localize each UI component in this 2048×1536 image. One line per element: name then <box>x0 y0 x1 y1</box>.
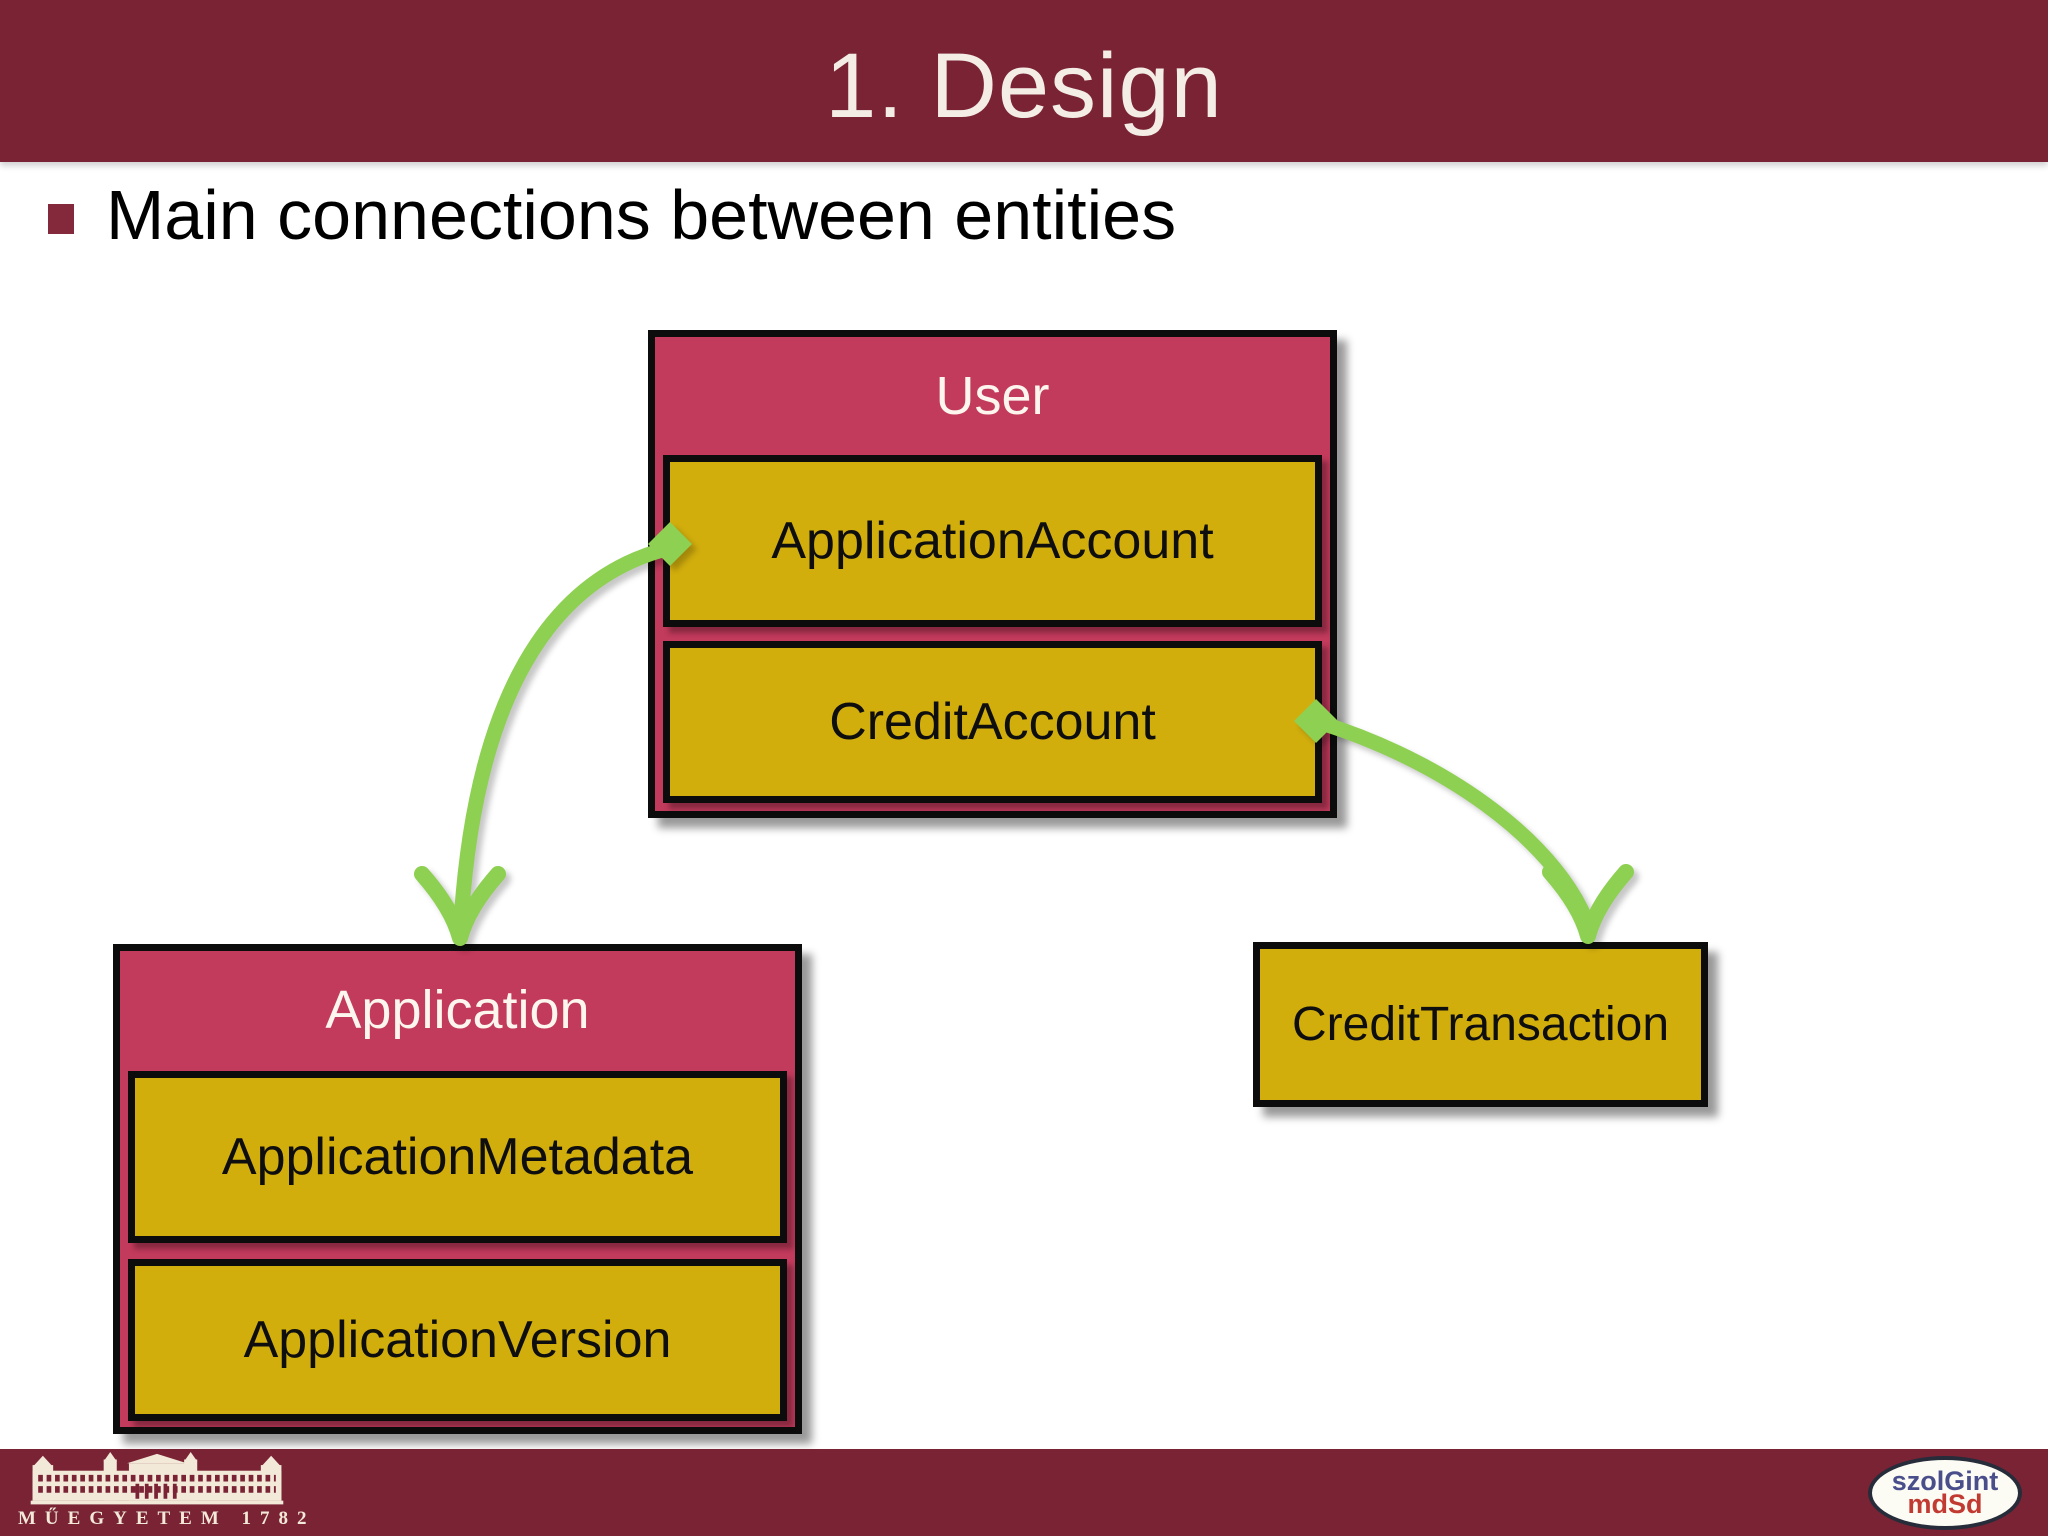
slide-footer-bar <box>0 1449 2048 1536</box>
university-caption: MŰEGYETEM 1782 <box>18 1508 316 1529</box>
bullet-square-icon <box>48 204 74 234</box>
bullet-row: Main connections between entities <box>48 172 1948 260</box>
entity-group-user: User ApplicationAccount CreditAccount <box>648 330 1337 818</box>
entity-credittransaction-label: CreditTransaction <box>1291 998 1670 1051</box>
slide-title: 1. Design <box>825 34 1223 137</box>
entity-applicationmetadata-label: ApplicationMetadata <box>221 1128 694 1186</box>
university-building-icon <box>30 1452 284 1505</box>
arrow-creditaccount-to-credittransaction <box>1310 714 1594 928</box>
entity-applicationversion: ApplicationVersion <box>128 1259 787 1421</box>
entity-applicationaccount-label: ApplicationAccount <box>771 512 1214 570</box>
arrowhead-application-icon <box>414 866 506 946</box>
vendor-logo: szolGint mdSd <box>1868 1456 2022 1530</box>
vendor-logo-line2: mdSd <box>1907 1489 1983 1519</box>
entity-group-application-title: Application <box>325 980 590 1040</box>
slide-header-bar: 1. Design <box>0 0 2048 162</box>
vendor-logo-line1: szolGint <box>1891 1466 1999 1496</box>
entity-group-application: Application ApplicationMetadata Applicat… <box>113 944 802 1434</box>
entity-group-user-title: User <box>935 366 1050 426</box>
entity-creditaccount-label: CreditAccount <box>829 693 1156 751</box>
entity-credittransaction: CreditTransaction <box>1253 942 1708 1107</box>
bullet-text: Main connections between entities <box>106 176 1177 254</box>
entity-applicationversion-label: ApplicationVersion <box>243 1311 672 1369</box>
arrow-applicationaccount-to-application <box>453 540 678 930</box>
entity-applicationaccount: ApplicationAccount <box>663 455 1322 627</box>
entity-applicationmetadata: ApplicationMetadata <box>128 1071 787 1243</box>
arrowhead-credittransaction-icon <box>1542 864 1634 944</box>
entity-creditaccount: CreditAccount <box>663 641 1322 803</box>
